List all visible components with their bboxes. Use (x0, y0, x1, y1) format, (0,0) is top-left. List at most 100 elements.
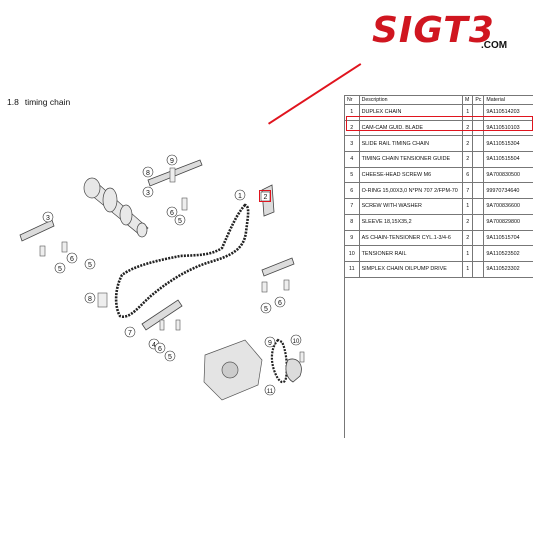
row-qty: 2 (462, 151, 474, 168)
svg-text:5: 5 (58, 266, 62, 273)
svg-text:10: 10 (293, 339, 300, 345)
section-name: timing chain (24, 97, 71, 107)
row-description: SLIDE RAIL TIMING CHAIN (358, 135, 464, 153)
svg-text:11: 11 (267, 389, 274, 395)
table-header-row: Nr Description M Pc Material (344, 95, 533, 105)
row-qty: 1 (462, 260, 474, 278)
callout-5c: 5 (84, 258, 96, 270)
svg-text:9: 9 (170, 158, 174, 165)
header-qty: M (462, 95, 474, 105)
row-pc (472, 213, 485, 231)
row-description: CHEESE-HEAD SCREW M6 (358, 166, 464, 184)
guide-rails-drawing (19, 159, 295, 331)
row-qty: 2 (462, 213, 474, 231)
callout-6b: 6 (66, 252, 78, 264)
timing-chain-diagram: 1 3 3 4 5 5 5 5 5 6 6 6 6 7 8 8 9 9 10 1… (19, 154, 305, 401)
selected-row-highlight (346, 116, 533, 131)
row-qty: 2 (462, 229, 474, 247)
row-no: 8 (344, 213, 360, 231)
header-pc: Pc (472, 95, 485, 105)
row-material[interactable]: 9A110515304 (483, 135, 533, 153)
callout-highlight-box (259, 190, 271, 202)
callout-10: 10 (290, 334, 302, 346)
svg-text:6: 6 (278, 300, 282, 307)
callout-9b: 9 (264, 336, 276, 348)
row-no: 10 (344, 245, 360, 262)
header-no: Nr (344, 95, 360, 105)
row-material[interactable]: 9A110523302 (483, 260, 533, 278)
callout-5d: 5 (260, 302, 272, 314)
callout-5e: 5 (164, 350, 176, 362)
row-pc (472, 135, 485, 153)
callout-3: 3 (142, 186, 154, 198)
row-no: 5 (344, 166, 360, 184)
svg-text:5: 5 (264, 306, 268, 313)
row-qty: 1 (462, 245, 474, 262)
callout-6c: 6 (274, 296, 286, 308)
callout-6d: 6 (154, 342, 166, 354)
row-description: SCREW WITH WASHER (358, 198, 464, 215)
brand-logo[interactable]: SIGT3 (372, 10, 495, 51)
svg-text:3: 3 (146, 190, 150, 197)
row-material[interactable]: 9A110523502 (483, 245, 533, 262)
callout-9: 9 (166, 154, 178, 166)
callout-7: 7 (124, 326, 136, 338)
svg-text:4: 4 (152, 342, 156, 349)
svg-text:6: 6 (170, 210, 174, 217)
row-material[interactable]: 9A110515704 (483, 229, 533, 247)
svg-text:2: 2 (264, 194, 268, 201)
row-pc (472, 166, 485, 184)
duplex-chain-drawing (114, 203, 250, 318)
row-description: SLEEVE 18,15X35,2 (358, 213, 464, 231)
row-qty: 2 (462, 135, 474, 153)
svg-text:3: 3 (46, 215, 50, 222)
row-material[interactable]: 99970734640 (483, 182, 533, 200)
row-no: 3 (344, 135, 360, 153)
row-no: 7 (344, 198, 360, 215)
header-material: Material (483, 95, 533, 105)
row-no: 6 (344, 182, 360, 200)
section-number: 1.8 (7, 97, 19, 107)
row-pc (472, 260, 485, 278)
svg-text:5: 5 (168, 354, 172, 361)
row-pc (472, 245, 485, 262)
svg-text:7: 7 (128, 330, 132, 337)
row-pc (472, 151, 485, 168)
row-qty: 1 (462, 198, 474, 215)
simplex-chain-drawing (270, 338, 288, 384)
section-title: 1.8 timing chain (7, 97, 76, 107)
row-description: O-RING 15,00X3,0 N*PN 707 2/FPM-70 (358, 182, 464, 200)
row-qty: 6 (462, 166, 474, 184)
callout-5: 5 (174, 214, 186, 226)
row-description: TENSIONER RAIL (358, 245, 464, 262)
crankshaft-drawing (83, 177, 149, 238)
row-pc (472, 182, 485, 200)
callout-3b: 3 (42, 211, 54, 223)
callout-6: 6 (166, 206, 178, 218)
svg-text:8: 8 (146, 170, 150, 177)
row-pc (472, 229, 485, 247)
callout-5b: 5 (54, 262, 66, 274)
row-qty: 7 (462, 182, 474, 200)
row-no: 9 (344, 229, 360, 247)
row-no: 4 (344, 151, 360, 168)
svg-text:6: 6 (158, 346, 162, 353)
row-material[interactable]: 9A700836600 (483, 198, 533, 215)
row-material[interactable]: 9A700829800 (483, 213, 533, 231)
row-material[interactable]: 9A700830500 (483, 166, 533, 184)
row-description: TIMING CHAIN TENSIONER GUIDE (358, 151, 464, 168)
row-pc (472, 198, 485, 215)
svg-text:8: 8 (88, 296, 92, 303)
row-material[interactable]: 9A110515504 (483, 151, 533, 168)
svg-text:6: 6 (70, 256, 74, 263)
